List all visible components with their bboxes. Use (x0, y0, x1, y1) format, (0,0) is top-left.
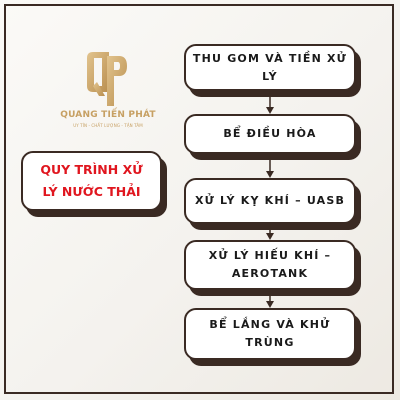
arrow-down-icon (266, 154, 274, 178)
process-title-line1: QUY TRÌNH XỬ (40, 162, 143, 177)
process-title: QUY TRÌNH XỬ LÝ NƯỚC THẢI (31, 159, 153, 203)
process-title-line2: LÝ NƯỚC THẢI (42, 184, 141, 199)
step-equalization-tank: BỂ ĐIỀU HÒA (184, 114, 356, 154)
step-anaerobic-uasb: XỬ LÝ KỴ KHÍ – UASB (184, 178, 356, 224)
arrow-down-icon (266, 290, 274, 308)
step-5-label-line2: TRÙNG (245, 336, 295, 349)
brand-logo: QUANG TIẾN PHÁT UY TÍN - CHẤT LƯỢNG - TẬ… (58, 46, 158, 136)
arrow-down-icon (266, 91, 274, 114)
step-collection-pretreatment: THU GOM VÀ TIỀN XỬ LÝ (184, 44, 356, 91)
step-2-label: BỂ ĐIỀU HÒA (223, 127, 317, 140)
brand-tagline: UY TÍN - CHẤT LƯỢNG - TẬN TÂM (73, 123, 143, 128)
arrow-down-icon (266, 224, 274, 240)
step-4-label-line2: AEROTANK (231, 267, 309, 280)
qp-monogram-icon (87, 52, 127, 106)
step-aerobic-aerotank: XỬ LÝ HIẾU KHÍ – AEROTANK (184, 240, 356, 290)
step-5-label-line1: BỂ LẮNG VÀ KHỬ (209, 318, 331, 331)
step-settling-disinfection: BỂ LẮNG VÀ KHỬ TRÙNG (184, 308, 356, 360)
step-4-label-line1: XỬ LÝ HIẾU KHÍ – (208, 249, 332, 262)
brand-name: QUANG TIẾN PHÁT (60, 110, 156, 120)
step-3-label: XỬ LÝ KỴ KHÍ – UASB (194, 194, 346, 207)
process-title-box: QUY TRÌNH XỬ LÝ NƯỚC THẢI (21, 151, 162, 211)
page-frame (4, 4, 394, 394)
step-1-label: THU GOM VÀ TIỀN XỬ LÝ (192, 51, 348, 83)
